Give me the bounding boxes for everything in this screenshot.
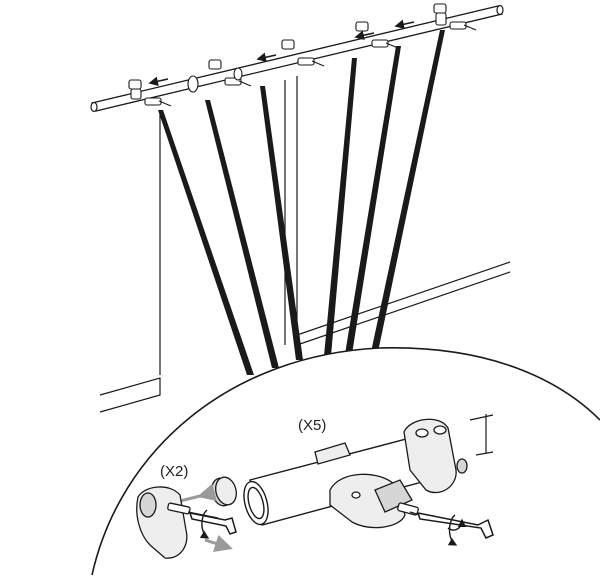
left-baseboard xyxy=(99,377,161,413)
slide-arrow xyxy=(394,19,415,29)
brackets-quantity-label: (X5) xyxy=(298,417,326,434)
callout-wedge xyxy=(324,58,357,356)
rod-ring xyxy=(233,67,243,81)
rotate-arrow-icon xyxy=(447,514,467,546)
curtain-rod-overview xyxy=(90,3,504,113)
wall-bracket-icon xyxy=(281,39,325,67)
wall-bracket-icon xyxy=(208,59,252,87)
end-bracket xyxy=(136,486,219,559)
end-caps-quantity-label: (X2) xyxy=(160,463,188,480)
rod-end-right xyxy=(496,4,504,16)
wall-bracket-icon xyxy=(128,79,172,107)
rod-ring xyxy=(187,75,199,93)
slide-arrow xyxy=(354,30,375,40)
callout-wedge xyxy=(205,100,279,368)
rotate-arrow-icon xyxy=(199,509,210,539)
end-cap-icon xyxy=(179,476,237,507)
pull-arrow xyxy=(204,534,233,553)
callout-wedges xyxy=(158,30,445,375)
wall-bracket-icon xyxy=(433,3,477,31)
detail-rod xyxy=(243,437,423,526)
slide-arrow xyxy=(256,52,277,62)
detail-circle-outline xyxy=(91,347,600,576)
callout-wedge xyxy=(345,46,401,354)
callout-wedge xyxy=(158,110,254,375)
wall-bracket-icon xyxy=(314,418,468,529)
callout-wedge xyxy=(260,86,303,360)
detail-wall xyxy=(469,414,494,456)
slide-arrow xyxy=(148,76,169,86)
rod-end-left xyxy=(90,101,98,113)
callout-wedge xyxy=(371,30,445,352)
allen-key-icon xyxy=(188,512,237,535)
allen-key-icon xyxy=(416,512,494,539)
